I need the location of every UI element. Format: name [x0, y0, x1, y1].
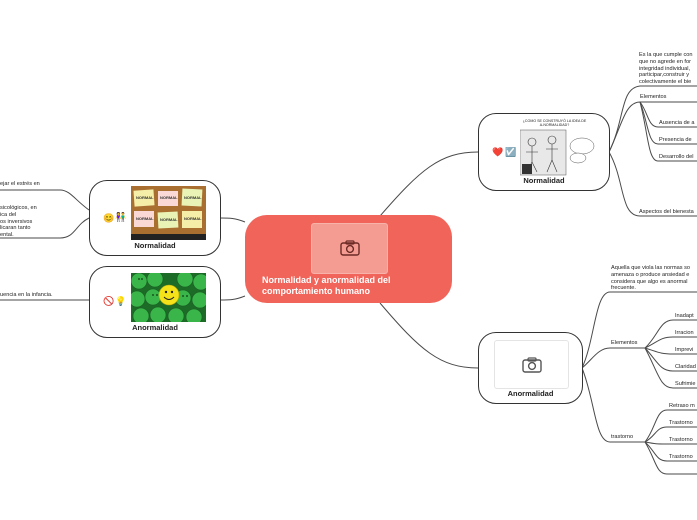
heart-icon: ❤️	[492, 147, 504, 157]
topic-left-anormalidad-label: Anormalidad	[132, 323, 178, 332]
ra-trastorno-label[interactable]: trastorno	[611, 434, 634, 440]
connector-ra-tr-5	[644, 441, 697, 475]
a-normalidad-cartoon-image: ¿COMO SE CONSTRUYÓ LA IDEA DE A-NORMALID…	[520, 118, 597, 176]
connector-center-left-anormalidad	[219, 295, 246, 301]
cartoon-caption: ¿COMO SE CONSTRUYÓ LA IDEA DE A-NORMALID…	[522, 119, 587, 128]
connector-rn-elementos	[608, 101, 697, 153]
ra-elemento-2[interactable]: Irracion	[675, 330, 694, 336]
rn-elemento-3[interactable]: Desarrollo del	[659, 154, 694, 160]
connector-ra-el-1	[644, 319, 697, 349]
ra-definition[interactable]: Aquella que viola las normas so amenaza …	[611, 265, 690, 292]
ra-trastorno-4[interactable]: Trastorno	[669, 454, 693, 460]
connector-ra-tr-1	[644, 409, 697, 443]
ra-trastorno-2[interactable]: Trastorno	[669, 420, 693, 426]
connector-ra-tr-3	[644, 441, 697, 445]
connector-ra-elementos	[581, 347, 645, 369]
ra-elemento-1[interactable]: Inadapt	[675, 313, 694, 319]
connector-ra-el-4	[644, 347, 697, 372]
rn-definition[interactable]: Es la que cumple con que no agrede en fo…	[639, 52, 693, 86]
central-topic-title: Normalidad y anormalidad del comportamie…	[262, 275, 391, 296]
svg-text:NORMAL: NORMAL	[136, 216, 154, 221]
svg-text:NORMAL: NORMAL	[160, 195, 178, 200]
green-smiley-balls-image	[131, 273, 206, 322]
left-normalidad-note-2[interactable]: sicológicos, en ica del os inversivos li…	[0, 205, 37, 239]
connector-ra-definition	[581, 291, 697, 369]
svg-text:NORMAL: NORMAL	[184, 195, 202, 200]
connector-center-left-normalidad	[219, 217, 246, 223]
couple-icon: 👫	[115, 212, 127, 222]
topic-left-anormalidad[interactable]: 🚫 💡 Anormalidad	[89, 266, 221, 338]
checkbox-icon: ☑️	[505, 147, 517, 157]
connector-center-right-anormalidad	[379, 302, 479, 369]
prohibited-icon: 🚫	[103, 296, 115, 306]
topic-right-anormalidad-label: Anormalidad	[507, 389, 554, 398]
center-image-placeholder	[311, 223, 388, 274]
svg-text:NORMAL: NORMAL	[184, 216, 202, 221]
connector-rn-el-2	[639, 101, 697, 145]
connector-rn-aspectos	[608, 151, 697, 217]
lightbulb-icon: 💡	[115, 296, 127, 306]
connector-left-note-1	[0, 189, 90, 211]
topic-left-normalidad-label: Normalidad	[134, 241, 176, 250]
topic-right-anormalidad[interactable]: Anormalidad	[478, 332, 583, 404]
ra-elemento-4[interactable]: Claridad	[675, 364, 696, 370]
svg-text:NORMAL: NORMAL	[160, 217, 178, 222]
left-anormalidad-note-1[interactable]: uencia en la infancia.	[0, 292, 53, 298]
rn-elemento-2[interactable]: Presencia de	[659, 137, 692, 143]
connector-lines	[0, 85, 697, 475]
connector-ra-el-2	[644, 336, 697, 349]
connector-left-note-2	[0, 217, 90, 239]
connector-rn-el-1	[639, 101, 697, 128]
topic-left-normalidad[interactable]: 😊 👫 NORMAL NORMAL NORMAL NORMAL NORMAL N…	[89, 180, 221, 256]
ra-trastorno-1[interactable]: Retraso m	[669, 403, 695, 409]
camera-icon	[522, 357, 542, 373]
camera-icon	[340, 240, 360, 256]
rn-elementos-label[interactable]: Elementos	[640, 94, 667, 100]
connector-ra-tr-2	[644, 426, 697, 443]
topic-right-normalidad[interactable]: ❤️ ☑️ ¿COMO SE CONSTRUYÓ LA IDEA DE A-NO…	[478, 113, 610, 191]
connector-ra-el-5	[644, 347, 697, 389]
left-normalidad-note-1[interactable]: ejar el estrés en	[0, 181, 40, 187]
connector-center-right-normalidad	[379, 151, 479, 217]
smiley-icon: 😊	[103, 213, 115, 223]
rn-elemento-1[interactable]: Ausencia de a	[659, 120, 695, 126]
ra-trastorno-3[interactable]: Trastorno	[669, 437, 693, 443]
connector-ra-trastorno	[581, 367, 645, 443]
svg-text:NORMAL: NORMAL	[136, 195, 154, 200]
ra-elementos-label[interactable]: Elementos	[611, 340, 638, 346]
ra-elemento-3[interactable]: Imprevi	[675, 347, 694, 353]
topic-right-normalidad-label: Normalidad	[523, 176, 565, 185]
camera-placeholder-icon	[494, 340, 569, 389]
rn-aspectos-label[interactable]: Aspectos del bienesta	[639, 209, 694, 215]
normal-sticky-notes-image: NORMAL NORMAL NORMAL NORMAL NORMAL NORMA…	[131, 186, 206, 240]
connector-ra-tr-4	[644, 441, 697, 462]
connector-rn-el-3	[639, 101, 697, 162]
ra-elemento-5[interactable]: Sufrimie	[675, 381, 696, 387]
central-topic[interactable]: Normalidad y anormalidad del comportamie…	[245, 215, 452, 303]
connector-ra-el-3	[644, 347, 697, 355]
